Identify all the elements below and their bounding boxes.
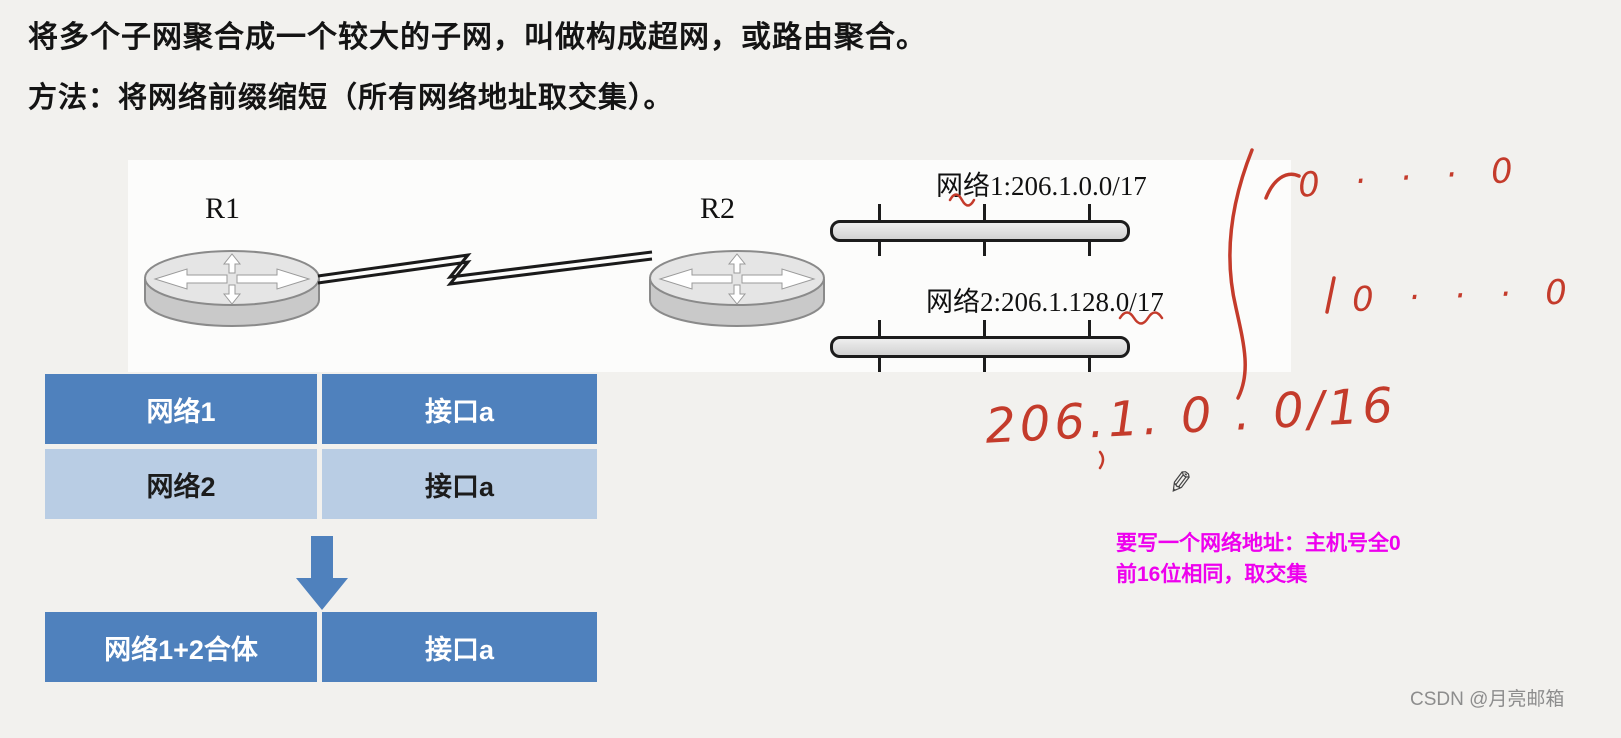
router1-icon (140, 240, 325, 336)
pen-cursor-icon: ✎ (1165, 465, 1196, 502)
table-cell-network-merged: 网络1+2合体 (45, 612, 317, 682)
table-row: 网络2 接口a (45, 449, 597, 519)
table-cell-interface1: 接口a (322, 374, 597, 444)
table-row: 网络1 接口a (45, 374, 597, 444)
router1-label: R1 (205, 192, 241, 225)
routing-table: 网络1 接口a 网络2 接口a (45, 374, 597, 524)
title-line-1: 将多个子网聚合成一个较大的子网，叫做构成超网，或路由聚合。 (28, 21, 927, 54)
magenta-note-line-1: 要写一个网络地址：主机号全0 (1116, 532, 1401, 555)
table-cell-interface2: 接口a (322, 449, 597, 519)
router2-label: R2 (700, 192, 736, 225)
table-row: 网络1+2合体 接口a (45, 612, 597, 682)
magenta-note: 要写一个网络地址：主机号全0 前16位相同，取交集 (1116, 528, 1401, 590)
table-cell-interface-merged: 接口a (322, 612, 597, 682)
handwritten-binary-bottom: 0 · · · 0 (1351, 272, 1580, 320)
magenta-note-line-2: 前16位相同，取交集 (1116, 563, 1308, 586)
handwritten-aggregated-address: 206.1. 0 . 0/16 (983, 377, 1399, 455)
table-cell-network1: 网络1 (45, 374, 317, 444)
title-line-2: 方法：将网络前缀缩短（所有网络地址取交集）。 (28, 82, 674, 114)
network2-label: 网络2:206.1.128.0/17 (926, 287, 1164, 317)
handwritten-binary-top: 0 · · · 0 (1296, 150, 1527, 206)
table-cell-network2: 网络2 (45, 449, 317, 519)
watermark: CSDN @月亮邮箱 (1410, 689, 1565, 710)
router2-icon (645, 240, 830, 336)
network1-label: 网络1:206.1.0.0/17 (936, 171, 1147, 201)
merge-arrow-icon (296, 536, 348, 610)
network1-segment-bar (830, 200, 1130, 260)
network2-segment-bar (830, 316, 1130, 376)
routing-table-merged: 网络1+2合体 接口a (45, 612, 597, 687)
lightning-link-icon (316, 246, 656, 310)
